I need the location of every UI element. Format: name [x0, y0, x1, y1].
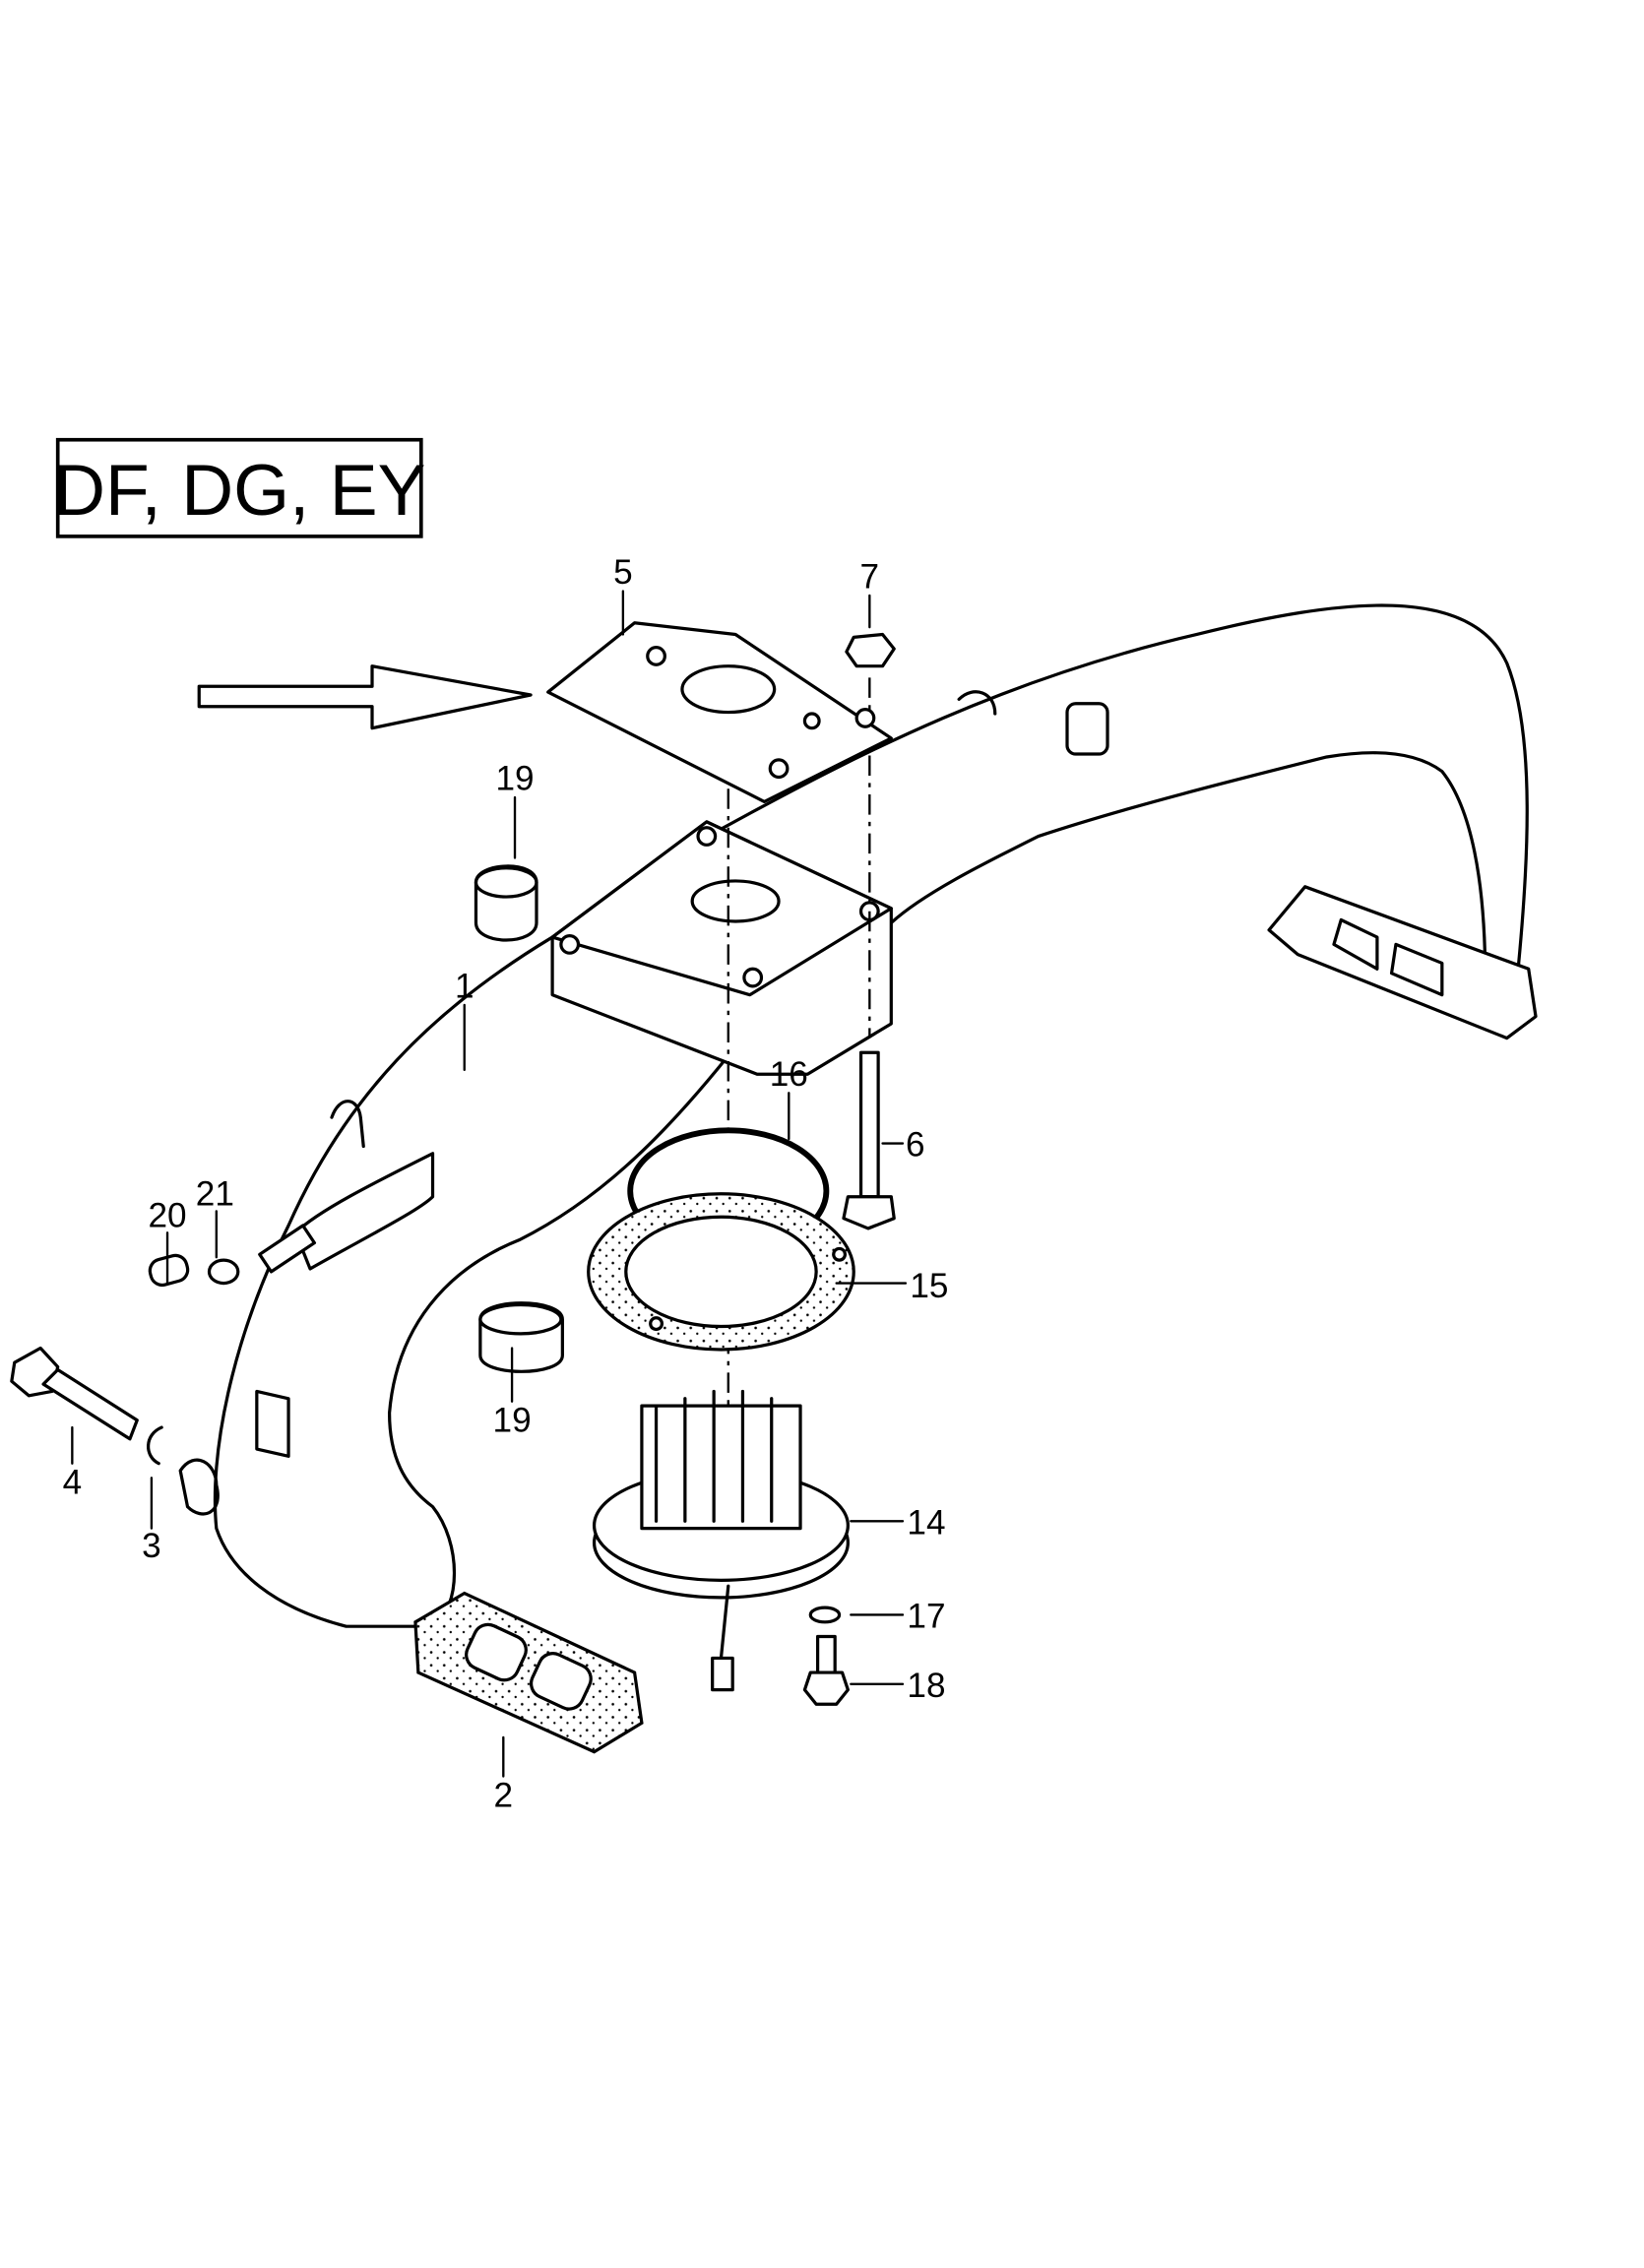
part-label-3: 3: [142, 1527, 161, 1565]
part-label-17: 17: [907, 1598, 945, 1636]
part-label-2: 2: [494, 1776, 514, 1814]
engine-code-text: DF, DG, EY: [53, 450, 425, 531]
part-label-21: 21: [196, 1175, 234, 1214]
stud-bolt: [842, 1050, 896, 1230]
part-label-1: 1: [455, 968, 474, 1006]
part-label-7: 7: [860, 558, 880, 597]
part-label-14: 14: [907, 1503, 945, 1542]
sleeve-top: [474, 864, 538, 942]
direction-arrow-icon: [197, 664, 533, 730]
part-label-4: 4: [63, 1463, 83, 1501]
engine-code-box: DF, DG, EY: [53, 437, 425, 538]
circlip: [147, 1425, 163, 1466]
lock-washer: [808, 1606, 842, 1624]
part-label-18: 18: [907, 1667, 945, 1705]
heater-element: [592, 1389, 850, 1692]
hex-screw: [802, 1634, 850, 1706]
nut: [845, 632, 896, 668]
leader-lines: [71, 590, 908, 1778]
intake-manifold: [178, 603, 1538, 1628]
gasket-ring: [587, 1192, 855, 1352]
cap: [148, 1253, 190, 1288]
bolt: [10, 1346, 139, 1441]
part-label-6: 6: [906, 1126, 925, 1165]
part-label-19-top: 19: [495, 760, 534, 798]
part-label-19-bottom: 19: [493, 1401, 532, 1439]
nipple: [258, 1224, 317, 1274]
flange-plate: [546, 621, 893, 803]
hose-clamp: [207, 1258, 240, 1286]
part-label-5: 5: [613, 553, 633, 592]
part-label-16: 16: [770, 1055, 808, 1094]
part-label-20: 20: [148, 1196, 186, 1234]
flange-gasket: [413, 1591, 644, 1754]
part-label-15: 15: [910, 1267, 948, 1305]
sleeve-bottom: [478, 1301, 564, 1373]
